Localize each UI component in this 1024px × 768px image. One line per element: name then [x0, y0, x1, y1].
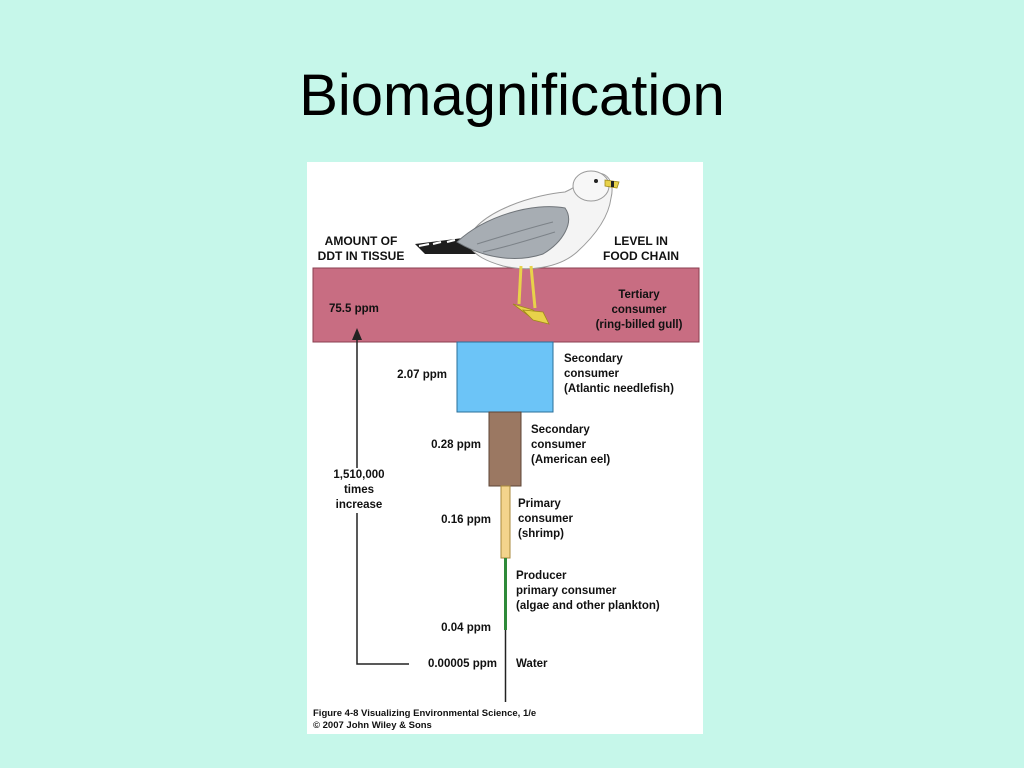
- amount-header-line-2: DDT IN TISSUE: [317, 249, 405, 263]
- increase-label: 1,510,000 times increase: [317, 468, 401, 513]
- level-header: LEVEL IN FOOD CHAIN: [591, 234, 691, 264]
- tertiary-band: [312, 267, 700, 343]
- increase-arrow: [356, 338, 409, 665]
- level-shrimp-line-2: consumer: [518, 513, 573, 525]
- level-header-line-2: FOOD CHAIN: [603, 249, 679, 263]
- amount-needlefish: 2.07 ppm: [397, 369, 447, 381]
- level-producer-line-2: primary consumer: [516, 585, 617, 597]
- increase-line-1: 1,510,000: [333, 469, 385, 481]
- level-producer: Producer primary consumer (algae and oth…: [516, 569, 660, 614]
- caption-line-1: Figure 4-8 Visualizing Environmental Sci…: [313, 708, 537, 719]
- level-tertiary-line-3: (ring-billed gull): [595, 319, 683, 331]
- level-tertiary: Tertiary consumer (ring-billed gull): [581, 288, 697, 333]
- level-needlefish: Secondary consumer (Atlantic needlefish): [564, 352, 674, 397]
- level-eel-line-2: consumer: [531, 439, 586, 451]
- level-shrimp-line-1: Primary: [518, 498, 561, 510]
- amount-tertiary: 75.5 ppm: [329, 303, 379, 315]
- amount-eel: 0.28 ppm: [431, 439, 481, 451]
- amount-producer: 0.04 ppm: [441, 622, 491, 634]
- level-needlefish-line-1: Secondary: [564, 353, 623, 365]
- arrow-head: [352, 328, 362, 340]
- level-tertiary-line-1: Tertiary: [618, 289, 660, 301]
- shrimp-block: [500, 485, 511, 559]
- level-tertiary-line-2: consumer: [611, 304, 667, 316]
- figure-caption: Figure 4-8 Visualizing Environmental Sci…: [313, 708, 536, 732]
- level-needlefish-line-2: consumer: [564, 368, 619, 380]
- producer-line: [504, 558, 507, 630]
- level-producer-line-1: Producer: [516, 570, 567, 582]
- biomagnification-figure: AMOUNT OF DDT IN TISSUE LEVEL IN FOOD CH…: [307, 162, 703, 734]
- slide-title: Biomagnification: [299, 63, 725, 128]
- level-eel-line-3: (American eel): [531, 454, 611, 466]
- level-water: Water: [516, 658, 548, 670]
- level-eel: Secondary consumer (American eel): [531, 423, 610, 468]
- eel-block: [488, 411, 522, 487]
- level-producer-line-3: (algae and other plankton): [516, 600, 660, 612]
- increase-line-2: times: [343, 484, 375, 496]
- amount-shrimp: 0.16 ppm: [441, 514, 491, 526]
- amount-header-line-1: AMOUNT OF: [324, 234, 398, 248]
- amount-header: AMOUNT OF DDT IN TISSUE: [315, 234, 407, 264]
- level-eel-line-1: Secondary: [531, 424, 590, 436]
- diagram-graphics: [312, 170, 700, 702]
- level-needlefish-line-3: (Atlantic needlefish): [564, 383, 674, 395]
- gull-illustration: [415, 170, 620, 325]
- amount-water: 0.00005 ppm: [427, 658, 497, 670]
- level-shrimp: Primary consumer (shrimp): [518, 497, 573, 542]
- increase-line-3: increase: [335, 499, 383, 511]
- level-header-line-1: LEVEL IN: [614, 234, 668, 248]
- caption-line-2: © 2007 John Wiley & Sons: [313, 720, 432, 731]
- needlefish-block: [456, 341, 554, 413]
- level-shrimp-line-3: (shrimp): [518, 528, 564, 540]
